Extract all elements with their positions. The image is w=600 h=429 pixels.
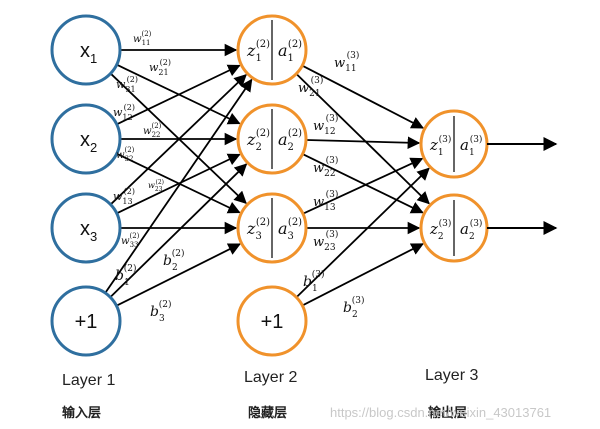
weight-label: w31(2) xyxy=(116,75,138,94)
z-label: z3(2) xyxy=(246,217,270,242)
layer3-node-1: z1(3) a1(3) xyxy=(419,109,489,179)
connection-arrow xyxy=(303,153,424,214)
layer2-node-2: z2(2) a2(2) xyxy=(236,103,308,175)
weight-label: b1(2) xyxy=(115,263,136,288)
node-circle xyxy=(236,285,308,357)
a-label: a2(2) xyxy=(278,128,302,153)
connection-arrow xyxy=(117,64,241,125)
weight-label: w32(2) xyxy=(116,146,135,163)
weight-label: w21(3) xyxy=(298,75,323,99)
weight-label: b3(2) xyxy=(150,299,171,324)
z-label: z2(3) xyxy=(429,218,451,242)
layer2-node-3: z3(2) a3(2) xyxy=(236,192,308,264)
layer1-node-x1: x1 xyxy=(50,14,122,86)
weight-label: w11(3) xyxy=(334,50,359,74)
weight-label: w12(2) xyxy=(113,103,135,122)
connection-arrow xyxy=(117,153,241,214)
connections xyxy=(105,43,430,307)
layer1-node-bias: +1 xyxy=(50,285,122,357)
connection-arrow xyxy=(110,163,248,298)
weight-label: b2(3) xyxy=(343,295,364,320)
layer3-label: Layer 3 xyxy=(425,367,478,384)
weight-label: w33(2) xyxy=(121,232,140,249)
node-circle xyxy=(50,14,122,86)
layer3-node-2: z2(3) a2(3) xyxy=(419,193,489,263)
weight-label: w23(2) xyxy=(148,179,164,193)
node-label: +1 xyxy=(261,311,284,333)
connection-arrow xyxy=(303,157,424,215)
connection-arrow xyxy=(105,78,253,293)
weight-label: w22(3) xyxy=(313,155,338,179)
output-layer-label: 输出层 xyxy=(428,405,467,421)
input-layer-label: 输入层 xyxy=(62,405,101,421)
watermark: https://blog.csdn.net/weixin_43013761 xyxy=(330,405,551,420)
a-label: a2(3) xyxy=(460,218,482,242)
connection-arrow xyxy=(296,167,430,298)
weight-label: w21(2) xyxy=(149,58,171,77)
layer1-node-x3: x3 xyxy=(50,192,122,264)
node-label: x3 xyxy=(80,218,97,244)
node-label: x2 xyxy=(80,129,97,155)
a-label: a3(2) xyxy=(278,217,302,242)
weight-label: b1(3) xyxy=(303,269,324,294)
layer2-node-bias: +1 xyxy=(236,285,308,357)
layer1-node-x2: x2 xyxy=(50,103,122,175)
weight-label: w22(2) xyxy=(143,122,162,139)
layer2-node-1: z1(2) a1(2) xyxy=(236,14,308,86)
weight-label: b2(2) xyxy=(163,248,184,273)
z-label: z1(3) xyxy=(429,134,451,158)
weight-label: w13(2) xyxy=(113,187,135,206)
node-label: x1 xyxy=(80,40,97,66)
node-circle xyxy=(50,103,122,175)
node-circle xyxy=(50,192,122,264)
weight-label: w23(3) xyxy=(313,229,338,253)
weight-label: w11(2) xyxy=(133,30,152,47)
weight-label: w13(3) xyxy=(313,189,338,213)
z-label: z2(2) xyxy=(246,128,270,153)
weight-label: w12(3) xyxy=(313,113,338,137)
connection-arrow xyxy=(116,243,241,307)
connection-arrow xyxy=(302,65,425,129)
hidden-layer-label: 隐藏层 xyxy=(248,405,287,421)
weight-labels-layer1: w11(2) w21(2) w31(2) w12(2) w22(2) w32(2… xyxy=(113,30,184,324)
connection-arrow xyxy=(110,74,247,205)
node-label: +1 xyxy=(75,311,98,333)
a-label: a1(3) xyxy=(460,134,482,158)
a-label: a1(2) xyxy=(278,39,302,64)
connection-arrow xyxy=(306,136,421,149)
layer2-label: Layer 2 xyxy=(244,369,297,386)
node-circle xyxy=(50,285,122,357)
layer1-label: Layer 1 xyxy=(62,372,115,389)
connection-arrow xyxy=(296,73,430,205)
z-label: z1(2) xyxy=(246,39,270,64)
connection-arrow xyxy=(302,243,424,306)
weight-labels-layer2: w11(3) w21(3) w12(3) w22(3) w13(3) w23(3… xyxy=(298,50,364,320)
